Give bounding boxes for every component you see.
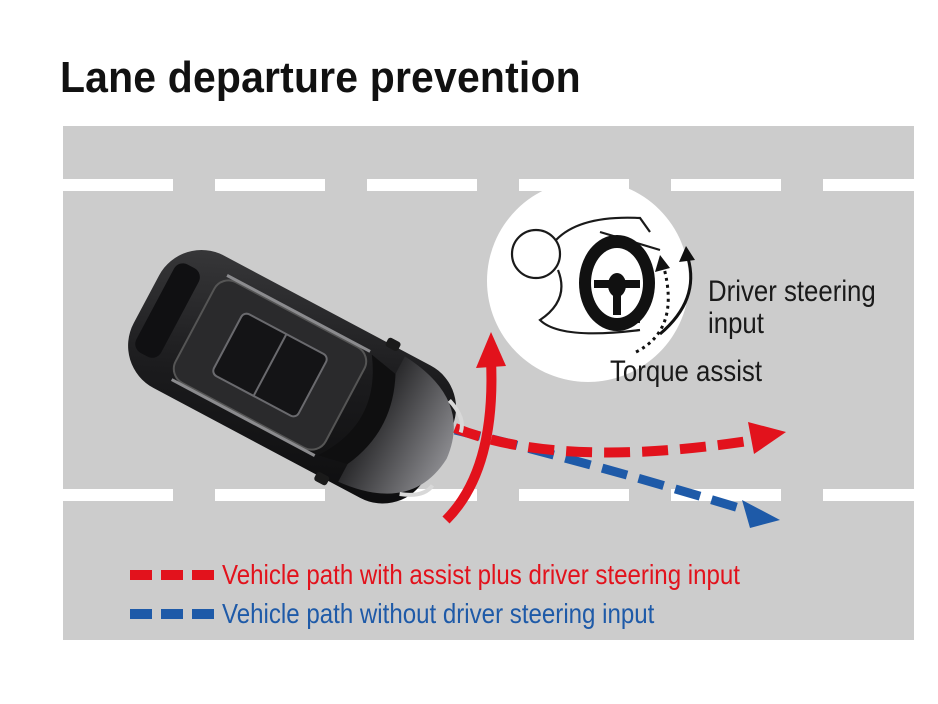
driver-steering-input-label: Driver steering input <box>708 276 876 340</box>
steering-inset <box>487 180 695 382</box>
legend-swatch-blue <box>130 609 214 619</box>
torque-assist-label: Torque assist <box>610 355 763 388</box>
torque-assist-arrow <box>635 255 670 354</box>
legend-text-assist: Vehicle path with assist plus driver ste… <box>222 559 741 590</box>
correction-arrow <box>442 332 506 524</box>
driver-steering-input-line2: input <box>708 307 764 340</box>
legend-swatch-red <box>130 570 214 580</box>
driver-input-arrow <box>659 246 695 336</box>
legend-item-assist: Vehicle path with assist plus driver ste… <box>130 558 824 592</box>
path-assist-plus-driver <box>453 422 786 458</box>
page-title: Lane departure prevention <box>60 53 581 102</box>
car <box>128 249 464 504</box>
steering-wheel-icon <box>579 235 655 331</box>
driver-steering-input-line1: Driver steering <box>708 275 876 308</box>
legend-text-no-input: Vehicle path without driver steering inp… <box>222 598 655 629</box>
legend-item-no-input: Vehicle path without driver steering inp… <box>130 597 725 631</box>
